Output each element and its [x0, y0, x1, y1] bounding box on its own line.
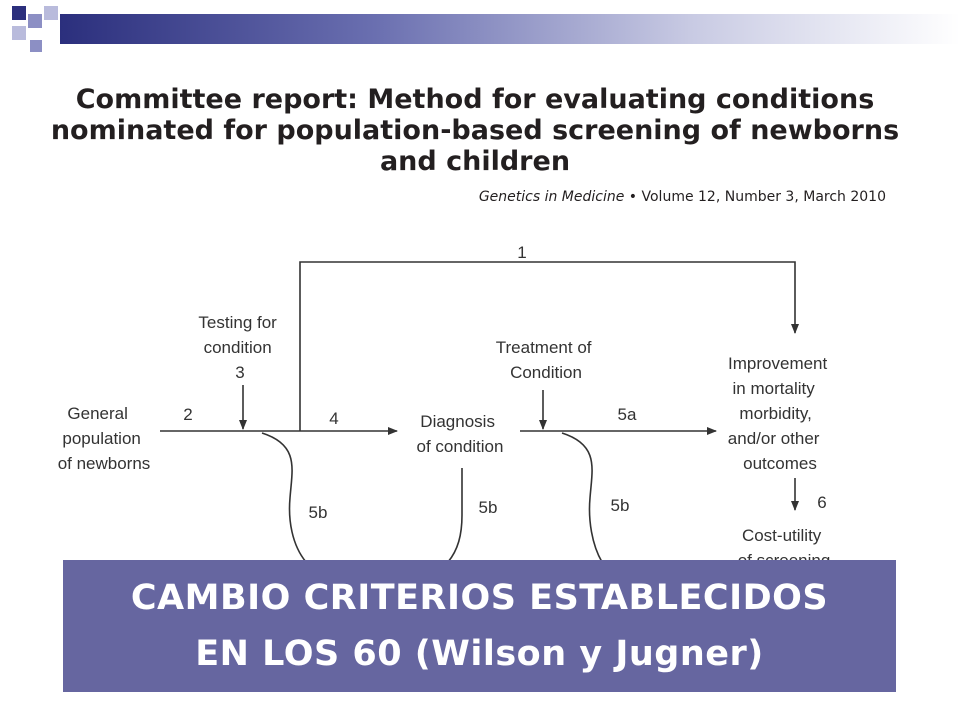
arrow-label-5a: 5a — [618, 405, 637, 424]
node-treatment: Treatment of Condition — [496, 338, 596, 382]
banner-line-1: CAMBIO CRITERIOS ESTABLECIDOS — [130, 578, 829, 618]
arrow-label-5b-1: 5b — [309, 503, 328, 522]
arrow-label-1: 1 — [517, 243, 526, 262]
slide-header-bar — [60, 14, 960, 44]
decor-square-4 — [12, 26, 26, 40]
decor-square-5 — [30, 40, 42, 52]
decor-square-1 — [12, 6, 26, 20]
arrow-label-5b-2: 5b — [479, 498, 498, 517]
paper-title-line-2: nominated for population-based screening… — [50, 115, 900, 146]
decor-square-2 — [28, 14, 42, 28]
citation-journal: Genetics in Medicine — [478, 189, 625, 205]
curve-5b-2-path — [447, 468, 463, 563]
node-testing: Testing for condition 3 — [198, 313, 281, 382]
decor-square-3 — [44, 6, 58, 20]
criteria-banner: CAMBIO CRITERIOS ESTABLECIDOS EN LOS 60 … — [63, 560, 896, 692]
arrow-label-2: 2 — [183, 405, 192, 424]
arrow-1-path — [299, 261, 799, 431]
paper-title-line-3: and children — [379, 146, 571, 177]
node-improvement: Improvement in mortality morbidity, and/… — [728, 354, 832, 473]
node-diagnosis: Diagnosis of condition — [417, 412, 504, 456]
paper-title: Committee report: Method for evaluating … — [40, 84, 910, 177]
curve-5b-3-path — [561, 432, 603, 563]
paper-title-line-1: Committee report: Method for evaluating … — [75, 84, 875, 115]
node-population: General population of newborns — [58, 404, 151, 473]
arrow-label-4: 4 — [329, 409, 338, 428]
banner-line-2: EN LOS 60 (Wilson y Jugner) — [195, 634, 764, 674]
arrow-label-6: 6 — [817, 493, 826, 512]
arrow-label-5b-3: 5b — [611, 496, 630, 515]
citation-details: • Volume 12, Number 3, March 2010 — [628, 189, 886, 205]
curve-5b-1-path — [261, 432, 307, 563]
paper-citation: Genetics in Medicine • Volume 12, Number… — [479, 189, 886, 205]
